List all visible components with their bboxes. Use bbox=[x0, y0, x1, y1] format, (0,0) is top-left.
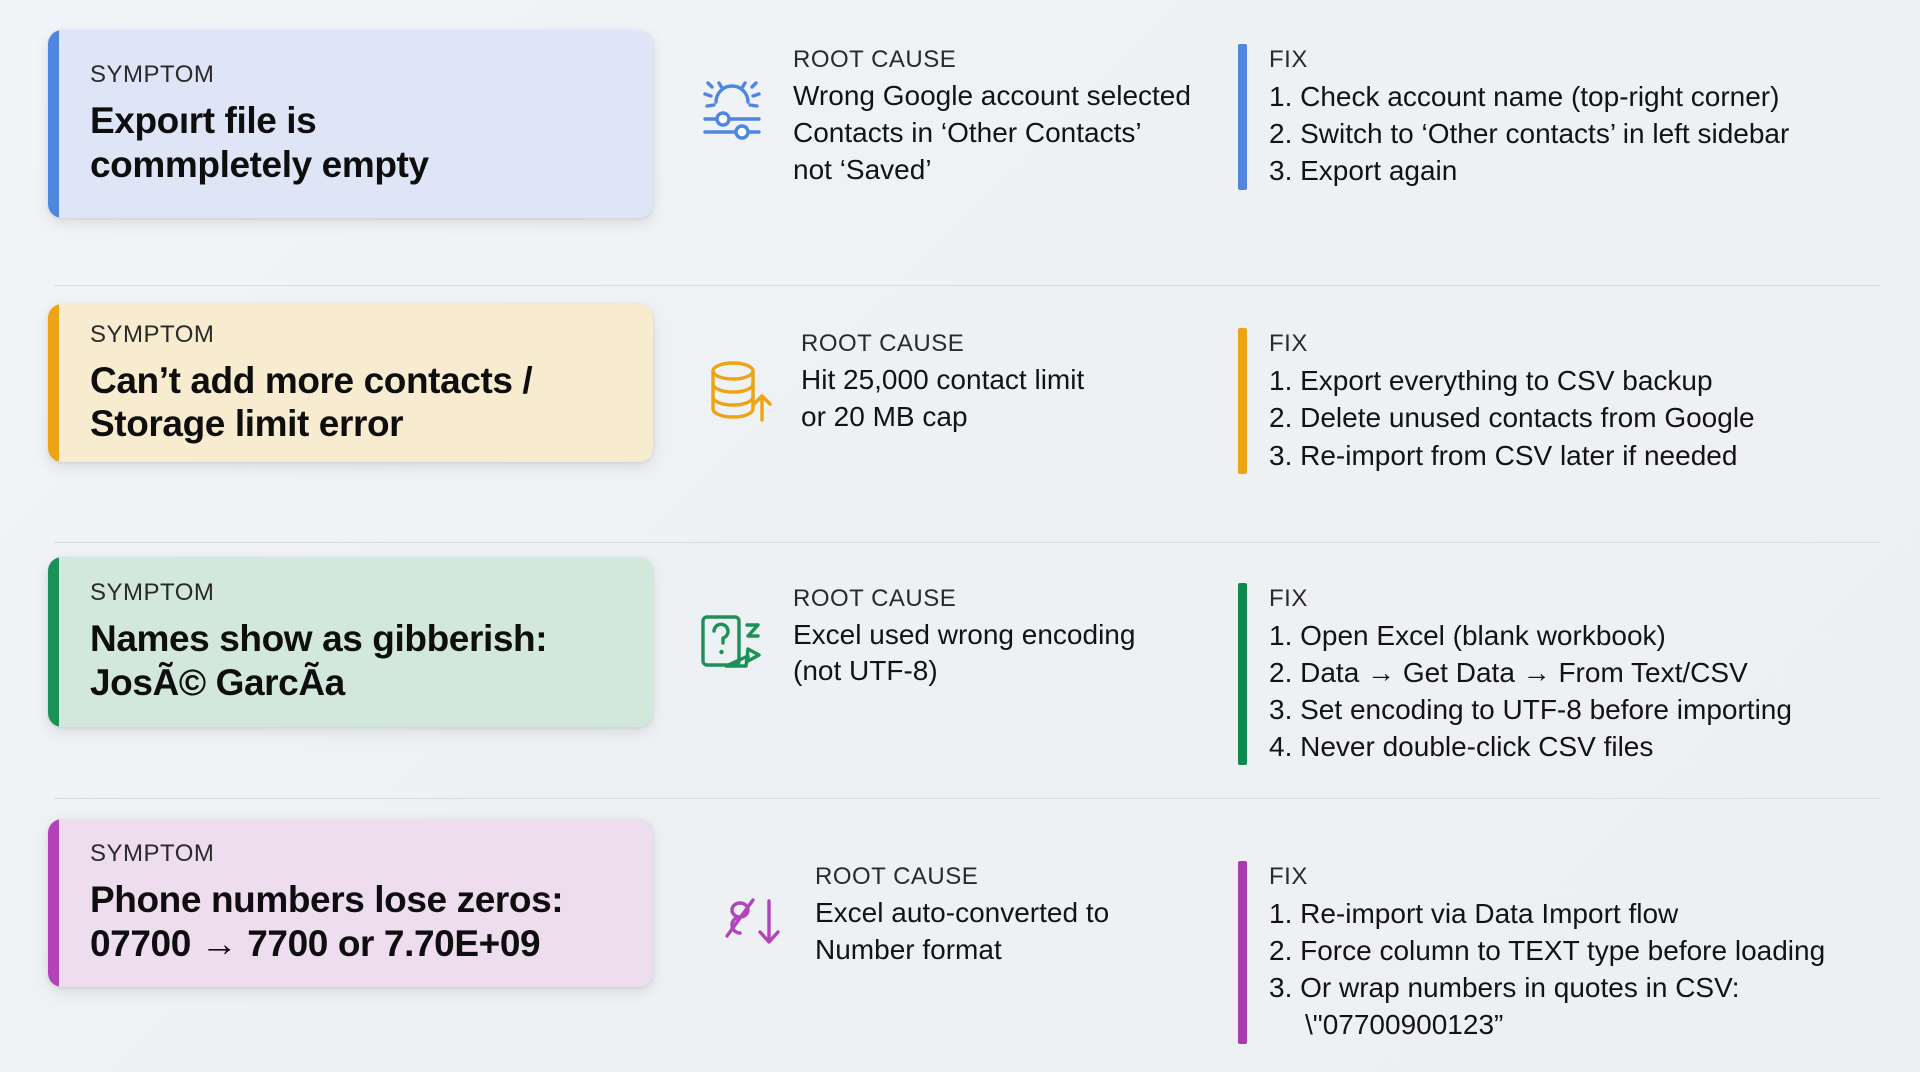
fix-step: 3. Export again bbox=[1269, 155, 1458, 187]
symptom-line: JosÃ© GarcÃ­a bbox=[90, 661, 345, 703]
fix-column: FIX 1. Check account name (top-right cor… bbox=[1238, 30, 1886, 190]
symptom-line: Phone numbers lose zeros: bbox=[90, 879, 564, 921]
fix-step: 2. Switch to ‘Other contacts’ in left si… bbox=[1269, 118, 1790, 150]
troubleshoot-row: SYMPTOM Expoırt file is commpletely empt… bbox=[48, 30, 1886, 285]
symptom-kicker: SYMPTOM bbox=[90, 320, 215, 348]
fix-kicker: FIX bbox=[1269, 46, 1308, 73]
database-upload-icon bbox=[701, 352, 779, 430]
symptom-line: Can’t add more contacts / bbox=[90, 359, 533, 401]
missing-glyph-icon bbox=[693, 607, 771, 685]
symptom-line: Storage limit error bbox=[90, 403, 404, 445]
fix-column: FIX 1. Re-import via Data Import flow 2.… bbox=[1238, 799, 1886, 1044]
fix-step: 1. Re-import via Data Import flow bbox=[1269, 897, 1679, 929]
fix-body: FIX 1. Export everything to CSV backup 2… bbox=[1269, 328, 1755, 474]
symptom-text: Can’t add more contacts / Storage limit … bbox=[90, 359, 619, 446]
fix-step: 1. Export everything to CSV backup bbox=[1269, 365, 1713, 397]
fix-step: 3. Re-import from CSV later if needed bbox=[1269, 439, 1738, 471]
root-cause-body: ROOT CAUSE Excel auto-converted to Numbe… bbox=[815, 861, 1109, 969]
troubleshoot-row: SYMPTOM Names show as gibberish: JosÃ© G… bbox=[48, 543, 1886, 798]
fix-step: 2. Data → Get Data → From Text/CSV bbox=[1269, 656, 1748, 688]
root-cause-line: Hit 25,000 contact limit bbox=[801, 364, 1085, 396]
fix-accent-bar bbox=[1238, 582, 1247, 766]
row-divider bbox=[54, 797, 1880, 799]
fix-body: FIX 1. Re-import via Data Import flow 2.… bbox=[1269, 861, 1825, 1044]
symptom-line: 07700 → 7700 or 7.70E+09 bbox=[90, 922, 541, 964]
symptom-text: Phone numbers lose zeros: 07700 → 7700 o… bbox=[90, 878, 619, 965]
root-cause-line: Excel auto-converted to bbox=[815, 896, 1110, 928]
root-cause-line: (not UTF-8) bbox=[793, 655, 938, 687]
symptom-text: Names show as gibberish: JosÃ© GarcÃ­a bbox=[90, 617, 619, 704]
symptom-kicker: SYMPTOM bbox=[90, 578, 215, 606]
fix-kicker: FIX bbox=[1269, 330, 1308, 358]
fix-step: 3. Or wrap numbers in quotes in CSV: bbox=[1269, 972, 1740, 1004]
root-cause-line: Number format bbox=[815, 933, 1002, 965]
fix-body: FIX 1. Open Excel (blank workbook) 2. Da… bbox=[1269, 583, 1792, 766]
symptom-card: SYMPTOM Phone numbers lose zeros: 07700 … bbox=[48, 818, 653, 987]
fix-body: FIX 1. Check account name (top-right cor… bbox=[1269, 44, 1789, 190]
root-cause-line: Wrong Google account selected bbox=[793, 80, 1191, 111]
fix-step: 2. Delete unused contacts from Google bbox=[1269, 402, 1755, 434]
row-divider bbox=[54, 541, 1880, 543]
fix-column: FIX 1. Open Excel (blank workbook) 2. Da… bbox=[1238, 543, 1886, 766]
fix-step: 1. Check account name (top-right corner) bbox=[1269, 81, 1780, 112]
fix-step: 2. Force column to TEXT type before load… bbox=[1269, 934, 1826, 966]
symptom-kicker: SYMPTOM bbox=[90, 61, 215, 89]
root-cause-line: or 20 MB cap bbox=[801, 401, 968, 433]
number-conversion-icon bbox=[715, 885, 793, 963]
troubleshoot-row: SYMPTOM Phone numbers lose zeros: 07700 … bbox=[48, 799, 1886, 1054]
root-cause-kicker: ROOT CAUSE bbox=[793, 46, 957, 73]
fix-accent-bar bbox=[1238, 328, 1247, 474]
root-cause-kicker: ROOT CAUSE bbox=[793, 584, 957, 612]
root-cause-kicker: ROOT CAUSE bbox=[815, 862, 979, 890]
symptom-text: Expoırt file is commpletely empty bbox=[90, 99, 619, 186]
fix-step-continuation: \"07700900123” bbox=[1305, 1009, 1504, 1041]
symptom-line: Expoırt file is bbox=[90, 100, 317, 142]
fix-step: 4. Never double-click CSV files bbox=[1269, 731, 1654, 763]
root-cause-column: ROOT CAUSE Excel used wrong encoding (no… bbox=[653, 543, 1238, 691]
root-cause-column: ROOT CAUSE Hit 25,000 contact limit or 2… bbox=[653, 286, 1238, 436]
root-cause-kicker: ROOT CAUSE bbox=[801, 330, 965, 358]
root-cause-body: ROOT CAUSE Excel used wrong encoding (no… bbox=[793, 583, 1135, 691]
root-cause-line: Contacts in ‘Other Contacts’ bbox=[793, 116, 1142, 148]
symptom-line: commpletely empty bbox=[90, 144, 429, 185]
symptom-line: Names show as gibberish: bbox=[90, 617, 548, 659]
root-cause-body: ROOT CAUSE Wrong Google account selected… bbox=[793, 44, 1191, 189]
fix-accent-bar bbox=[1238, 44, 1247, 190]
symptom-card: SYMPTOM Can’t add more contacts / Storag… bbox=[48, 304, 653, 463]
root-cause-line: Excel used wrong encoding bbox=[793, 618, 1136, 650]
fix-step: 3. Set encoding to UTF-8 before importin… bbox=[1269, 693, 1792, 725]
root-cause-column: ROOT CAUSE Wrong Google account selected… bbox=[653, 30, 1238, 189]
fix-column: FIX 1. Export everything to CSV backup 2… bbox=[1238, 286, 1886, 474]
root-cause-line: not ‘Saved’ bbox=[793, 153, 932, 185]
row-divider bbox=[54, 285, 1880, 287]
settings-sliders-icon bbox=[693, 68, 771, 146]
symptom-kicker: SYMPTOM bbox=[90, 840, 215, 868]
root-cause-column: ROOT CAUSE Excel auto-converted to Numbe… bbox=[653, 799, 1238, 969]
root-cause-body: ROOT CAUSE Hit 25,000 contact limit or 2… bbox=[801, 328, 1084, 436]
symptom-card: SYMPTOM Expoırt file is commpletely empt… bbox=[48, 30, 653, 218]
fix-kicker: FIX bbox=[1269, 584, 1308, 612]
fix-accent-bar bbox=[1238, 860, 1247, 1044]
fix-kicker: FIX bbox=[1269, 862, 1308, 890]
fix-step: 1. Open Excel (blank workbook) bbox=[1269, 619, 1666, 651]
symptom-card: SYMPTOM Names show as gibberish: JosÃ© G… bbox=[48, 556, 653, 727]
troubleshoot-row: SYMPTOM Can’t add more contacts / Storag… bbox=[48, 286, 1886, 541]
